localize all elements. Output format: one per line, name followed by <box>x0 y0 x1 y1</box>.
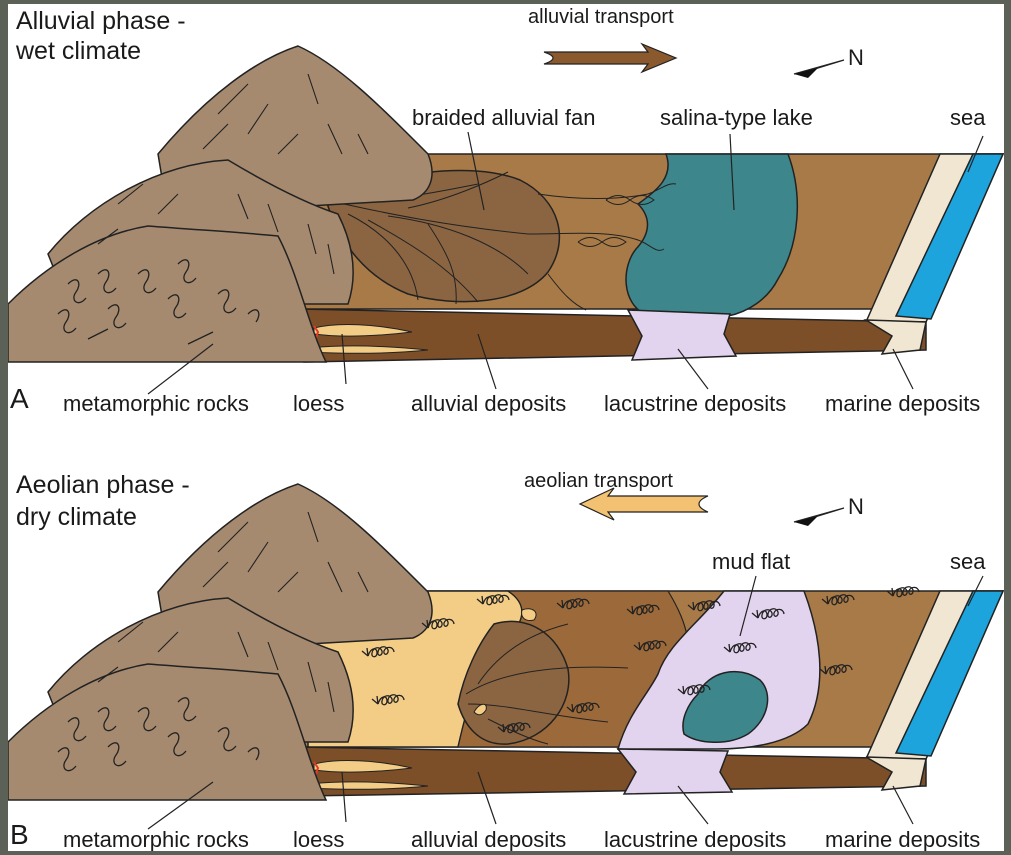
metamorphic-rocks-label-b: metamorphic rocks <box>63 828 249 851</box>
panel-a <box>8 44 1003 394</box>
alluvial-deposits-label-a: alluvial deposits <box>411 392 566 416</box>
front-face-alluvial <box>298 309 926 362</box>
panel-b-title-line1: Aeolian phase - <box>16 472 190 499</box>
panel-b-letter: B <box>10 820 29 850</box>
alluvial-deposits-label-b: alluvial deposits <box>411 828 566 851</box>
panel-a-letter: A <box>10 384 29 414</box>
alluvial-transport-label: alluvial transport <box>528 6 674 28</box>
salina-lake-label: salina-type lake <box>660 106 813 130</box>
alluvial-transport-arrow <box>544 44 676 72</box>
aeolian-transport-label: aeolian transport <box>524 470 673 492</box>
aeolian-transport-arrow <box>580 488 708 520</box>
panel-a-title-line1: Alluvial phase - <box>16 8 186 35</box>
marine-deposits-label-b: marine deposits <box>825 828 980 851</box>
front-face-lacustrine <box>628 310 736 360</box>
north-arrow-icon-b <box>794 508 844 526</box>
panel-b-title-line2: dry climate <box>16 504 137 531</box>
north-label-a: N <box>848 46 864 70</box>
loess-label-b: loess <box>293 828 344 851</box>
metamorphic-rocks-label-a: metamorphic rocks <box>63 392 249 416</box>
figure-frame: Alluvial phase - wet climate alluvial tr… <box>8 4 1004 851</box>
sea-label-b: sea <box>950 550 985 574</box>
loess-label-a: loess <box>293 392 344 416</box>
north-label-b: N <box>848 495 864 519</box>
north-arrow-icon <box>794 60 844 78</box>
mudflat-label: mud flat <box>712 550 790 574</box>
geology-diagram <box>8 4 1004 851</box>
sea-label-a: sea <box>950 106 985 130</box>
lacustrine-deposits-label-b: lacustrine deposits <box>604 828 786 851</box>
marine-deposits-label-a: marine deposits <box>825 392 980 416</box>
panel-b <box>8 484 1003 829</box>
braided-fan-label: braided alluvial fan <box>412 106 595 130</box>
lacustrine-deposits-label-a: lacustrine deposits <box>604 392 786 416</box>
front-face-lacustrine-b <box>618 749 732 794</box>
panel-a-title-line2: wet climate <box>16 38 141 65</box>
